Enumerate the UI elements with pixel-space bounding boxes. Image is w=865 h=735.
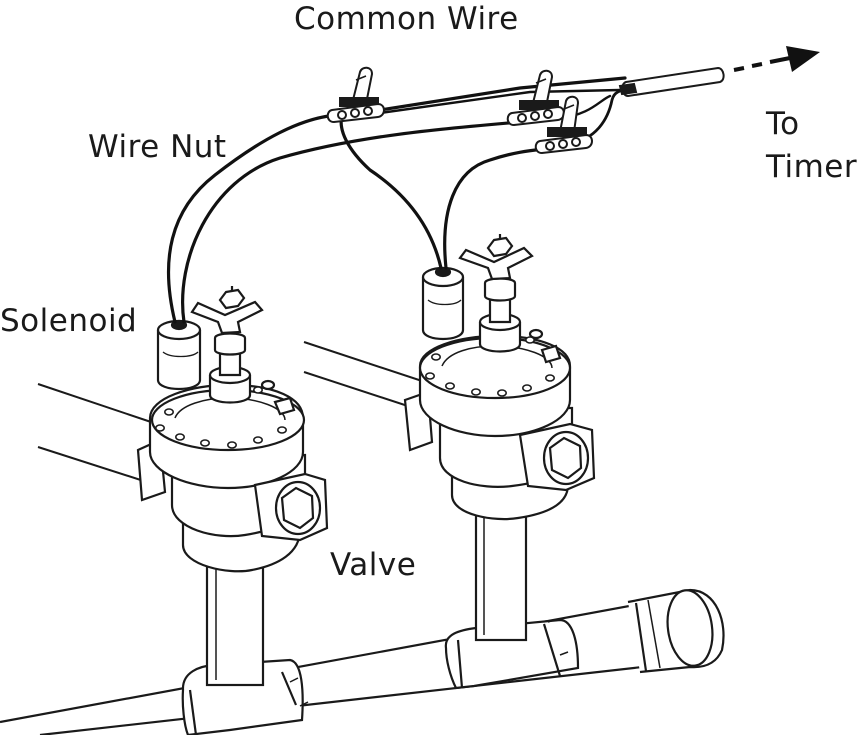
to-timer-arrow	[733, 46, 820, 72]
common-wire-label: Common Wire	[294, 1, 519, 37]
wire-nut-middle	[506, 69, 565, 127]
lateral-pipe-back	[37, 341, 426, 484]
main-pipe	[0, 588, 725, 735]
timer-cable	[618, 66, 725, 98]
wiring	[166, 76, 630, 324]
solenoid-label: Solenoid	[0, 303, 138, 339]
to-timer-label-line1: To	[766, 106, 800, 142]
wire-nut-right	[534, 95, 593, 155]
valve-right	[403, 234, 596, 642]
valve-left	[136, 286, 329, 687]
valve-label: Valve	[330, 547, 417, 583]
wire-nut-label: Wire Nut	[88, 129, 227, 165]
to-timer-label-line2: Timer	[766, 149, 858, 185]
to-timer-label: To Timer	[766, 103, 857, 189]
wire-nut-left	[326, 66, 385, 124]
